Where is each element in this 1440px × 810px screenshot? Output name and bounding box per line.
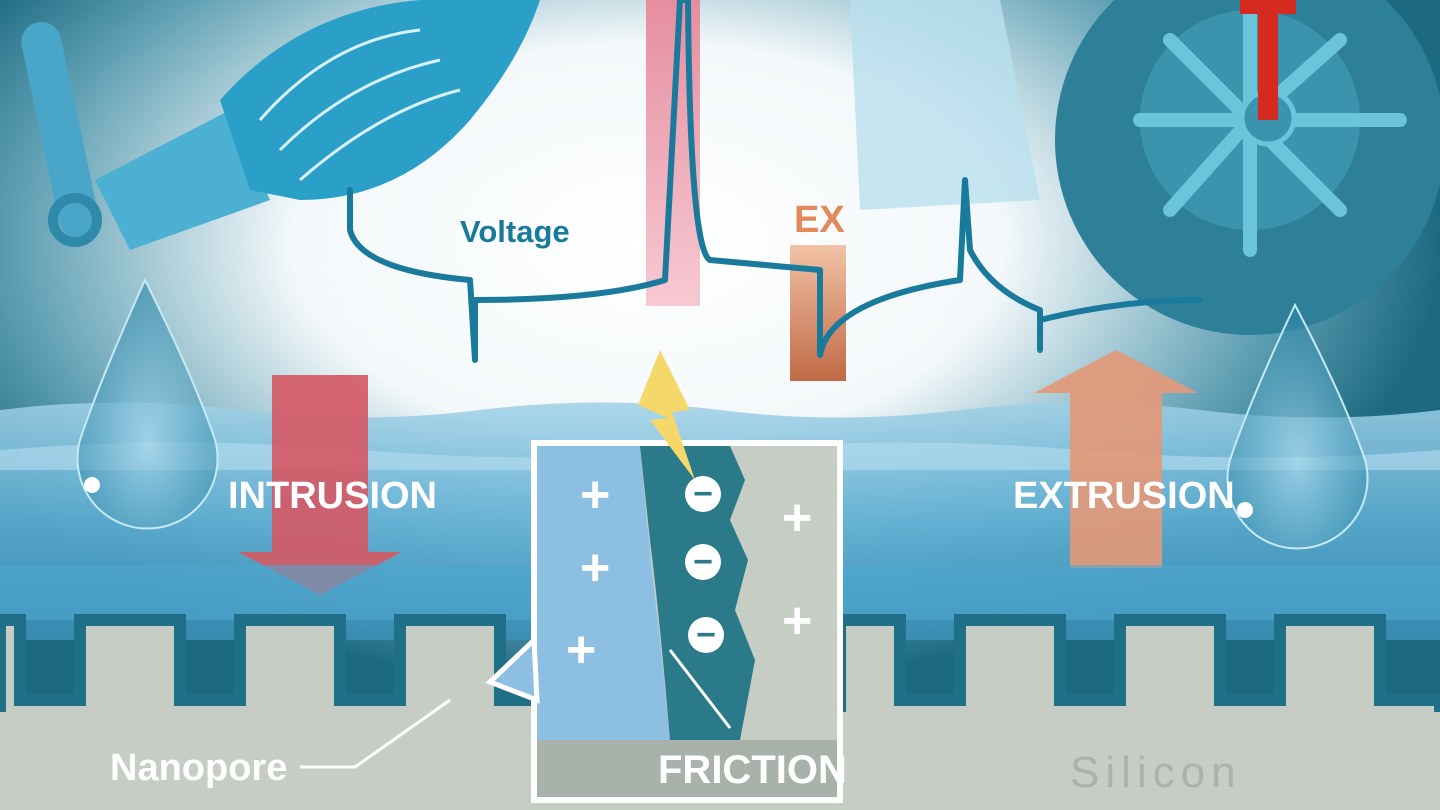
red-handle: [1258, 0, 1278, 120]
plus-charge-icon: +: [566, 621, 596, 679]
nanopore-label: Nanopore: [110, 747, 287, 789]
robot-arm-left: [21, 0, 540, 250]
voltage-label: Voltage: [460, 214, 570, 249]
plus-charge-icon: +: [580, 466, 610, 524]
positive-charges-left: + + +: [566, 466, 610, 679]
nanopore-pointer-line: [300, 698, 451, 769]
robot-hand: [220, 0, 540, 200]
extrusion-arrow: [1034, 350, 1198, 568]
friction-inset: [485, 350, 843, 803]
ex-label: EX: [794, 199, 845, 241]
plus-charge-icon: +: [580, 539, 610, 597]
gear-wheel: [850, 0, 1440, 335]
intrusion-arrow: [238, 375, 402, 595]
plus-charge-icon: +: [782, 592, 812, 650]
intrusion-label: INTRUSION: [228, 475, 437, 517]
water-droplet-right: [1226, 302, 1369, 550]
extrusion-label: EXTRUSION: [1013, 475, 1235, 517]
sparkle-icon: [1237, 502, 1253, 518]
negative-charges: − − −: [685, 475, 724, 654]
spark-icon: [638, 350, 695, 480]
voltage-signal-line: [347, 0, 1203, 363]
water-droplet-left: [76, 277, 219, 530]
plus-charge-icon: +: [782, 489, 812, 547]
friction-label: FRICTION: [658, 748, 847, 792]
minus-charge-icon: −: [693, 475, 713, 513]
silicon-label: Silicon: [1070, 748, 1242, 797]
sparkle-icon: [84, 477, 100, 493]
minus-charge-icon: −: [693, 543, 713, 581]
positive-charges-right: + +: [782, 489, 812, 650]
minus-charge-icon: −: [696, 616, 716, 654]
